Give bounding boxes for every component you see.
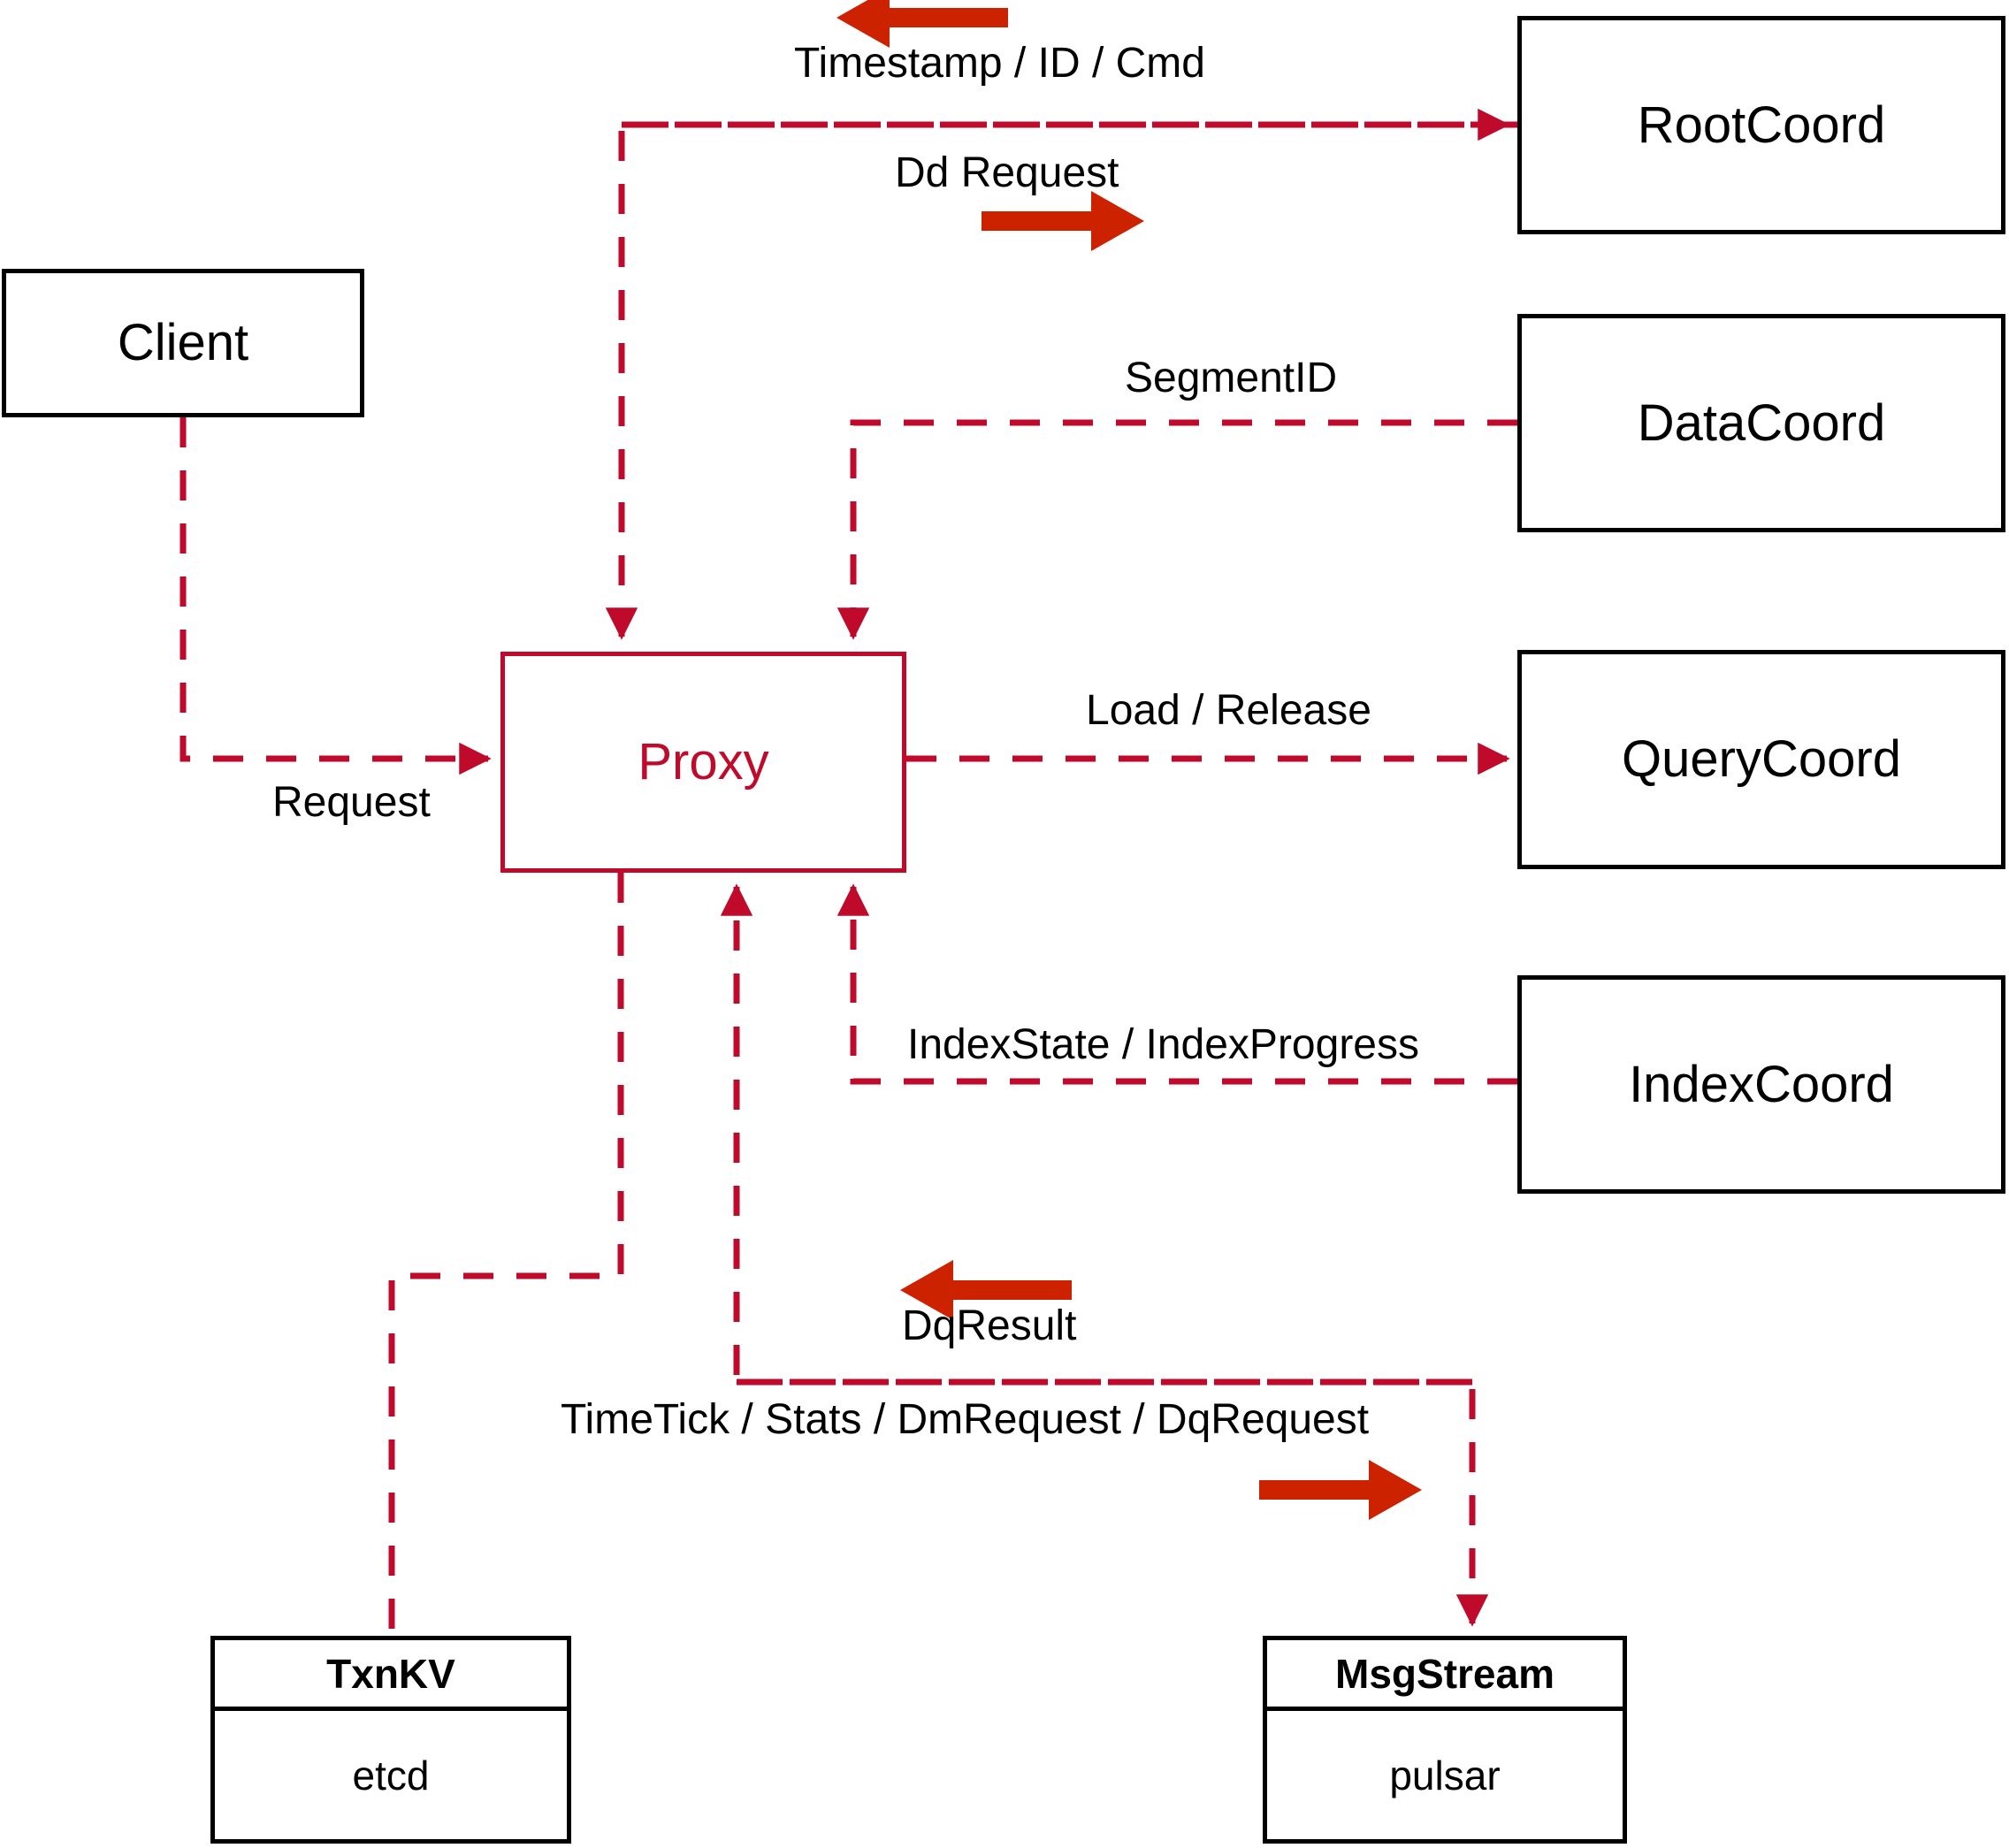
store-txnkv-title: TxnKV [326, 1650, 455, 1697]
node-indexcoord[interactable]: IndexCoord [1517, 975, 2005, 1194]
node-indexcoord-label: IndexCoord [1629, 1055, 1894, 1113]
direction-arrowhead-timestamp [836, 0, 890, 48]
edge-rootcoord-to-proxy [605, 121, 1517, 640]
edge-proxy-to-txnkv [388, 873, 624, 1636]
edge-label-timestamp-id-cmd: Timestamp / ID / Cmd [794, 40, 1205, 87]
store-msgstream-header: MsgStream [1267, 1640, 1623, 1711]
edge-label-segment-id: SegmentID [1125, 355, 1338, 401]
store-msgstream-title: MsgStream [1335, 1650, 1554, 1697]
edge-label-dq-result: DqResult [902, 1302, 1077, 1349]
node-proxy[interactable]: Proxy [500, 652, 906, 873]
edge-indexcoord-to-proxy [836, 883, 1517, 1085]
edge-datacoord-to-proxy [836, 419, 1517, 640]
node-client-label: Client [117, 314, 249, 372]
edge-label-dd-request: Dd Request [895, 149, 1119, 196]
edge-label-load-release: Load / Release [1086, 687, 1371, 734]
edge-label-index-state: IndexState / IndexProgress [907, 1021, 1419, 1068]
store-txnkv[interactable]: TxnKV etcd [210, 1636, 571, 1844]
store-msgstream-body: pulsar [1267, 1711, 1623, 1839]
direction-arrowhead-dd-request [1091, 191, 1144, 251]
direction-arrowhead-timetick [1369, 1460, 1422, 1520]
store-txnkv-body: etcd [215, 1711, 567, 1839]
edge-label-request: Request [272, 779, 431, 826]
node-rootcoord[interactable]: RootCoord [1517, 16, 2005, 234]
node-rootcoord-label: RootCoord [1637, 95, 1886, 154]
edge-msgstream-to-proxy [720, 883, 1472, 1386]
edge-label-timetick-stats: TimeTick / Stats / DmRequest / DqRequest [561, 1396, 1370, 1443]
store-txnkv-impl: etcd [352, 1752, 430, 1798]
node-client[interactable]: Client [2, 269, 364, 417]
node-querycoord-label: QueryCoord [1622, 730, 1901, 789]
store-txnkv-header: TxnKV [215, 1640, 567, 1711]
node-datacoord[interactable]: DataCoord [1517, 314, 2005, 532]
node-datacoord-label: DataCoord [1637, 393, 1886, 452]
node-proxy-label: Proxy [638, 733, 769, 791]
edge-client-to-proxy [180, 417, 492, 775]
direction-arrowhead-dqresult [900, 1260, 953, 1320]
store-msgstream-impl: pulsar [1389, 1752, 1501, 1798]
store-msgstream[interactable]: MsgStream pulsar [1263, 1636, 1627, 1844]
node-querycoord[interactable]: QueryCoord [1517, 650, 2005, 869]
